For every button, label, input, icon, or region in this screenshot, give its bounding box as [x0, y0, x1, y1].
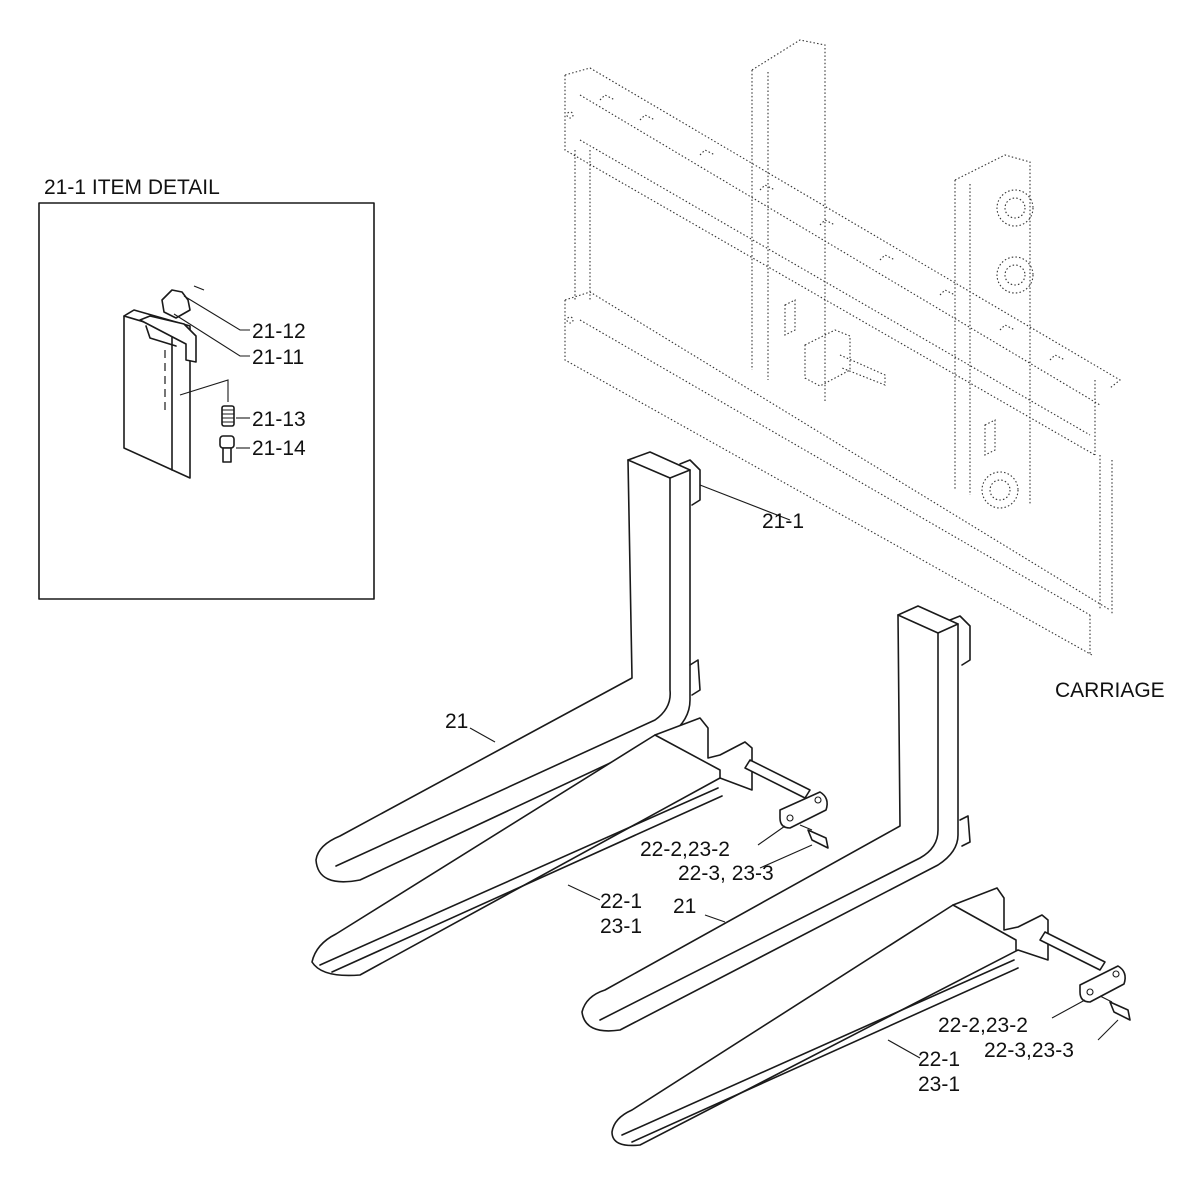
left-extension-drawing — [311, 717, 829, 977]
callout-ext-right-a: 22-1 — [918, 1048, 960, 1071]
carriage-drawing — [564, 39, 1121, 656]
callout-21-right: 21 — [673, 895, 696, 918]
callout-ext-left-b: 23-1 — [600, 915, 642, 938]
hook-block-drawing — [123, 285, 250, 479]
callout-21-13: 21-13 — [252, 408, 306, 431]
callout-21-left: 21 — [445, 710, 468, 733]
callout-ext-right-bolt: 22-3,23-3 — [984, 1039, 1074, 1062]
left-fork-drawing — [315, 451, 791, 883]
right-extension-drawing — [611, 887, 1131, 1147]
callout-ext-left-pin: 22-2,23-2 — [640, 838, 730, 861]
callout-ext-right-pin: 22-2,23-2 — [938, 1014, 1028, 1037]
carriage-label: CARRIAGE — [1055, 679, 1165, 702]
item-detail-panel: 21-1 ITEM DETAIL 21-12 21-11 — [38, 176, 375, 600]
detail-title: 21-1 ITEM DETAIL — [44, 176, 220, 199]
callout-21-11: 21-11 — [252, 346, 304, 369]
callout-ext-left-a: 22-1 — [600, 890, 642, 913]
callout-ext-right-b: 23-1 — [918, 1073, 960, 1096]
callout-21-12: 21-12 — [252, 320, 306, 343]
right-fork-drawing — [581, 605, 971, 1032]
callout-ext-left-bolt: 22-3, 23-3 — [678, 862, 774, 885]
callout-21-1: 21-1 — [762, 510, 804, 533]
detail-frame — [38, 202, 375, 600]
callout-21-14: 21-14 — [252, 437, 306, 460]
